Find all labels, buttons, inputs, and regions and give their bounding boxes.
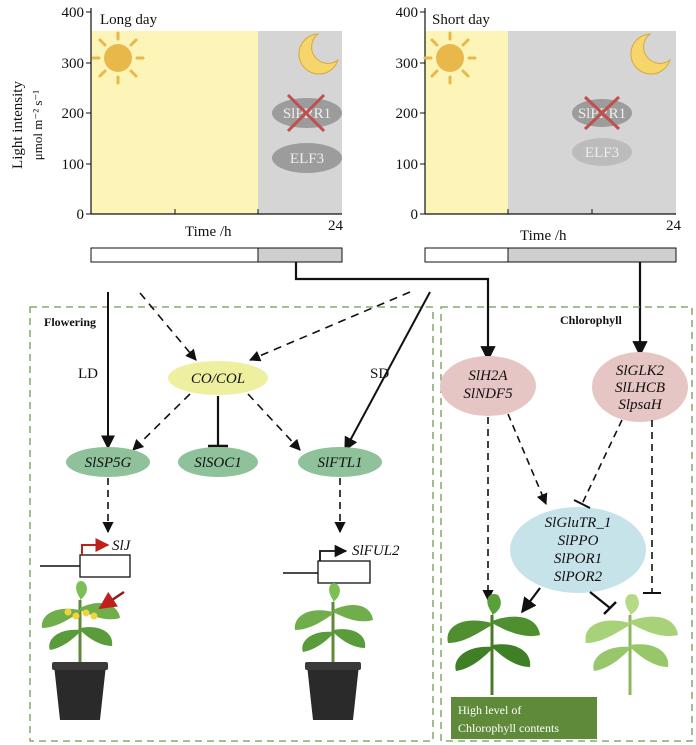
sd-label: SD bbox=[370, 366, 389, 382]
moon-icon bbox=[630, 33, 671, 75]
flowering-box: Flowering LD SD CO/COL SlSP5G SlSOC1 SlF… bbox=[29, 291, 434, 742]
promoter-arrow-icon bbox=[81, 538, 110, 555]
slj-gene-construct: SlJ bbox=[40, 538, 132, 578]
promoter-arrow-icon bbox=[319, 544, 348, 561]
gene-slppo: SlPPO bbox=[558, 533, 599, 549]
gene-slsoc1: SlSOC1 bbox=[194, 455, 242, 471]
y-axis-unit: μmol m⁻² s⁻¹ bbox=[30, 90, 45, 160]
short-y-tick-400: 400 bbox=[396, 5, 419, 21]
gene-slsp5g: SlSP5G bbox=[85, 455, 132, 471]
co-col-node: CO/COL bbox=[191, 371, 245, 387]
short-y-tick-200: 200 bbox=[396, 106, 419, 122]
gene-slpsah: SlpsaH bbox=[618, 397, 663, 413]
tomato-plant-icon bbox=[41, 580, 125, 720]
long-day-x-end: 24 bbox=[328, 218, 344, 234]
gene-slpor1: SlPOR1 bbox=[554, 551, 602, 567]
tomato-plant-icon bbox=[447, 593, 540, 695]
sun-icon bbox=[91, 31, 145, 85]
short-day-title: Short day bbox=[432, 12, 490, 28]
y-tick-200: 200 bbox=[62, 106, 85, 122]
long-day-title: Long day bbox=[100, 12, 158, 28]
flowering-title: Flowering bbox=[44, 315, 96, 329]
tomato-plant-icon bbox=[294, 582, 373, 720]
gene-slndf5: SlNDF5 bbox=[463, 386, 513, 402]
sun-icon bbox=[423, 31, 477, 85]
slful2-gene-construct: SlFUL2 bbox=[283, 543, 400, 584]
y-axis-label: Light intensity bbox=[10, 81, 26, 169]
short-y-tick-0: 0 bbox=[411, 207, 419, 223]
ld-label: LD bbox=[78, 366, 98, 382]
short-day-panel: 400 300 200 100 0 Short day Time /h 24 S… bbox=[396, 5, 682, 263]
short-day-x-label: Time /h bbox=[520, 228, 567, 244]
y-tick-100: 100 bbox=[62, 157, 85, 173]
red-arrow-icon bbox=[98, 590, 125, 610]
gene-slftl1: SlFTL1 bbox=[317, 455, 362, 471]
result-line1: High level of bbox=[458, 703, 521, 717]
short-y-tick-100: 100 bbox=[396, 157, 419, 173]
short-day-protein-elf3: ELF3 bbox=[585, 145, 619, 161]
gene-slglutr1: SlGluTR_1 bbox=[545, 515, 612, 531]
target-slful2: SlFUL2 bbox=[352, 543, 400, 559]
cross-icon bbox=[583, 95, 621, 131]
long-day-protein-elf3: ELF3 bbox=[290, 151, 324, 167]
y-tick-300: 300 bbox=[62, 56, 85, 72]
moon-icon bbox=[298, 33, 339, 75]
chlorophyll-box: Chlorophyll SlH2A SlNDF5 SlGLK2 SlLHCB S… bbox=[440, 306, 693, 742]
result-box bbox=[451, 697, 597, 739]
y-tick-400: 400 bbox=[62, 5, 85, 21]
cross-icon bbox=[286, 93, 326, 133]
target-slj: SlJ bbox=[112, 538, 132, 554]
gene-slglk2: SlGLK2 bbox=[616, 363, 665, 379]
long-day-panel: 400 300 200 100 0 Long day Time /h 24 Sl… bbox=[62, 5, 344, 263]
chlorophyll-title: Chlorophyll bbox=[560, 313, 622, 327]
y-tick-0: 0 bbox=[77, 207, 85, 223]
short-day-x-end: 24 bbox=[666, 218, 682, 234]
long-day-x-label: Time /h bbox=[185, 224, 232, 240]
result-line2: Chlorophyll contents bbox=[458, 721, 559, 735]
gene-slpor2: SlPOR2 bbox=[554, 569, 603, 585]
short-y-tick-300: 300 bbox=[396, 56, 419, 72]
bar-connectors bbox=[294, 262, 648, 362]
gene-sllhcb: SlLHCB bbox=[615, 380, 665, 396]
gene-slh2a: SlH2A bbox=[468, 368, 508, 384]
flower-icon bbox=[64, 608, 98, 620]
tomato-plant-icon bbox=[585, 593, 678, 695]
